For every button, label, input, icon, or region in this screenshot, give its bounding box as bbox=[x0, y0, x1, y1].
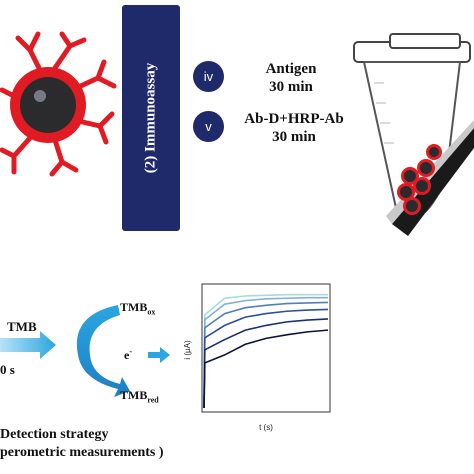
step-v-line1: Ab-D+HRP-Ab bbox=[244, 111, 344, 127]
immunoassay-label: (2) Immunoassay bbox=[142, 62, 159, 174]
electron-label: e- bbox=[124, 347, 132, 362]
tmb-label: TMB bbox=[7, 319, 37, 334]
time-fragment: 0 s bbox=[0, 362, 15, 377]
current-curve-5 bbox=[203, 318, 329, 409]
current-curve-4 bbox=[203, 308, 329, 409]
step-v-text: Ab-D+HRP-Ab 30 min bbox=[232, 110, 356, 146]
step-iv-text: Antigen 30 min bbox=[236, 60, 346, 96]
tube-magnet-illustration bbox=[353, 33, 474, 236]
reaction-scheme bbox=[0, 305, 170, 397]
detection-strategy-caption: Detection strategy perometric measuremen… bbox=[0, 426, 164, 462]
amperometric-chart: t (s) i (µA) bbox=[183, 283, 331, 432]
step-v-line2: 30 min bbox=[272, 129, 316, 145]
tmb-red-label: TMBred bbox=[120, 388, 159, 405]
bead-antibody-illustration bbox=[0, 31, 117, 177]
current-curve-1 bbox=[203, 293, 328, 409]
chart-xlabel: t (s) bbox=[259, 423, 273, 432]
current-curve-2 bbox=[203, 296, 328, 409]
step-iv-line1: Antigen bbox=[265, 61, 317, 77]
step-iv-line2: 30 min bbox=[269, 79, 313, 95]
caption-line1: Detection strategy bbox=[0, 427, 109, 442]
step-v-badge: v bbox=[193, 111, 224, 142]
current-curve-6 bbox=[203, 329, 329, 409]
caption-line2: perometric measurements ) bbox=[0, 445, 164, 460]
tmb-ox-label: TMBox bbox=[120, 300, 156, 317]
immunoassay-banner: (2) Immunoassay bbox=[122, 5, 180, 231]
current-curve-3 bbox=[203, 301, 329, 409]
step-iv-badge: iv bbox=[193, 61, 224, 92]
chart-ylabel: i (µA) bbox=[183, 340, 192, 360]
